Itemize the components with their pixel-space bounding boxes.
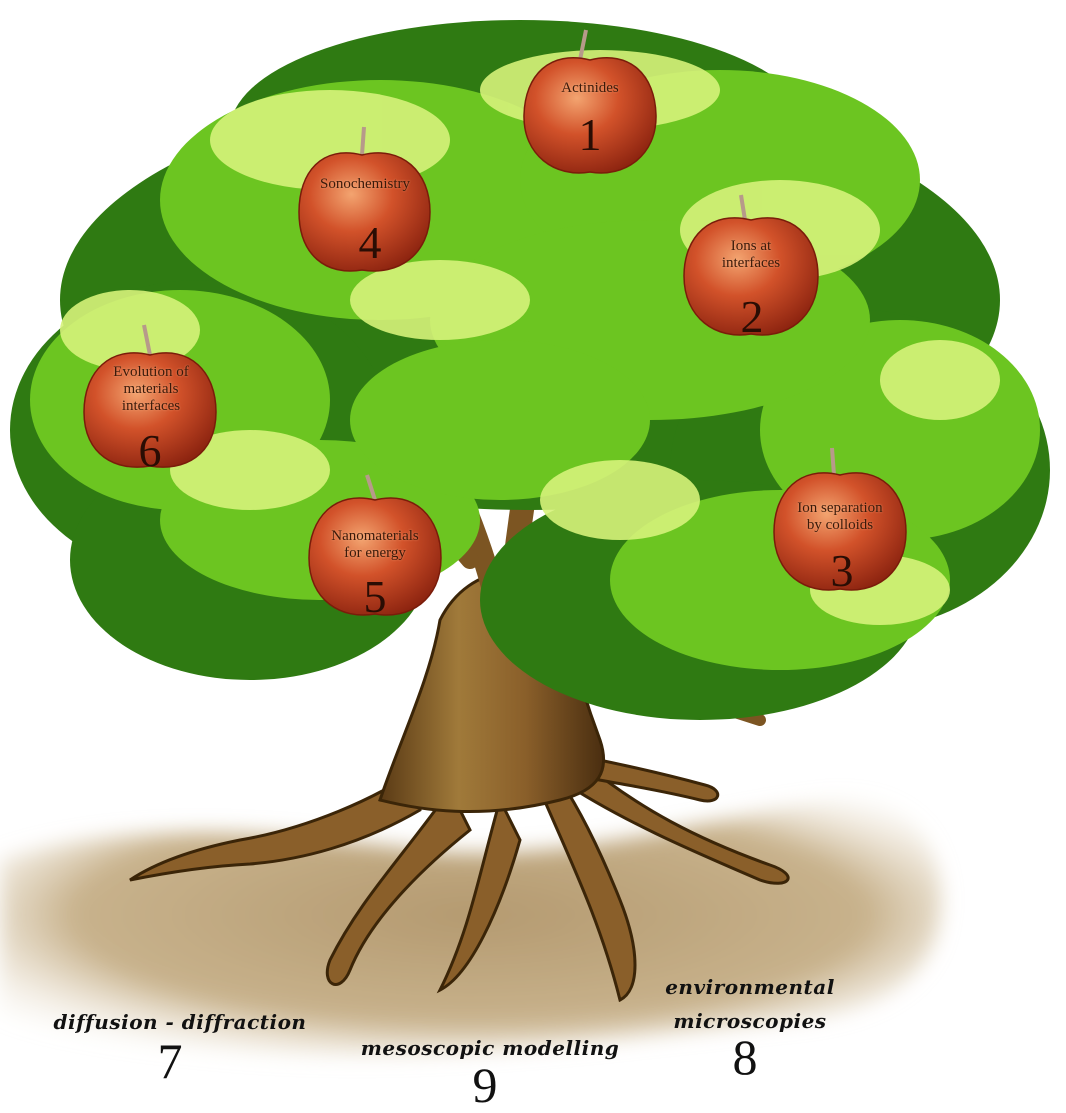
root-8-number: 8	[715, 1032, 775, 1082]
root-7-number: 7	[140, 1036, 200, 1086]
root-7-label: diffusion - diffraction	[20, 1010, 340, 1034]
apple-tree-illustration	[0, 0, 1066, 1084]
root-8-label-line-1: environmental	[640, 975, 860, 999]
root-8-label: environmental microscopies	[640, 975, 860, 1033]
root-9-number: 9	[455, 1060, 515, 1110]
